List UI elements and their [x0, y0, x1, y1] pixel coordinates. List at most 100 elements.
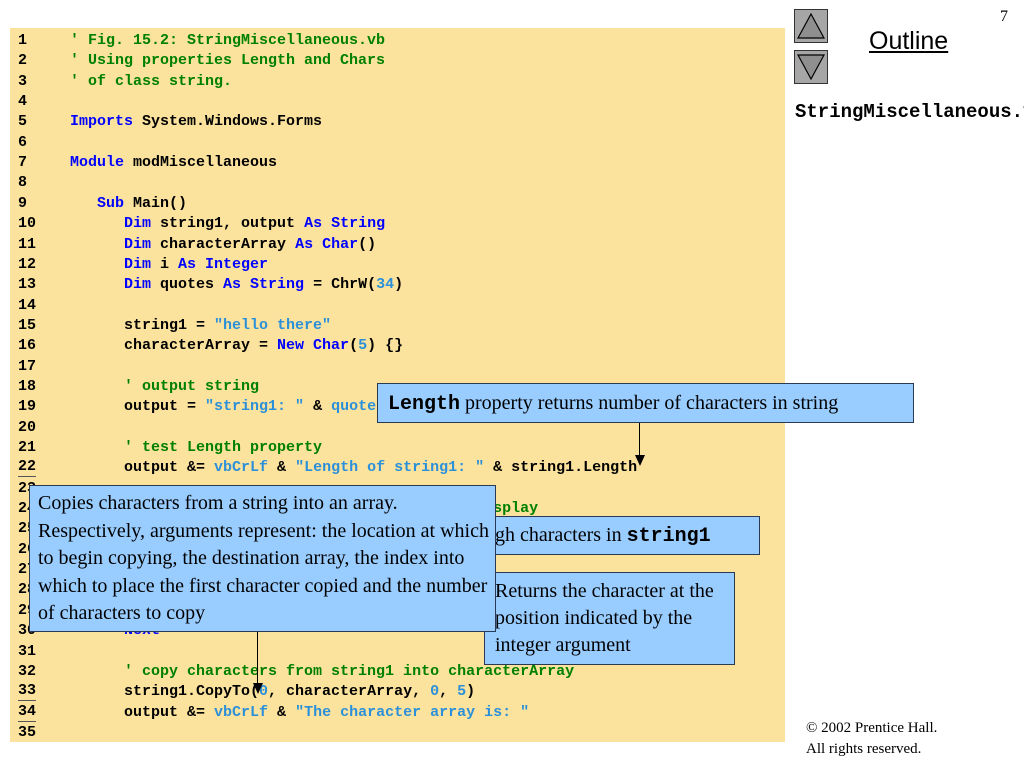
copyto-callout-arrow [257, 630, 258, 685]
line-number: 15 [18, 316, 37, 334]
code-string: "Length of string1: " [295, 459, 485, 477]
code-string: vbCrLf [214, 459, 269, 477]
line-number: 1 [18, 32, 28, 49]
chars-property-callout: Returns the character at the position in… [484, 572, 735, 665]
line-number: 4 [18, 93, 28, 111]
code-text: i [151, 255, 179, 273]
code-text: ' Fig. 15.2: StringMiscellaneous.vb [70, 31, 385, 51]
code-keyword: Dim [124, 215, 152, 233]
code-text: Dim quotes As String = ChrW(34) [70, 275, 403, 295]
code-text: & [268, 459, 296, 477]
code-text [70, 195, 97, 212]
line-number: 13 [18, 276, 37, 294]
code-text: & [304, 398, 332, 416]
code-text: Main() [124, 194, 188, 212]
code-text: , [439, 683, 458, 701]
code-text: ' Using properties Length and Chars [70, 51, 385, 71]
line-number: 8 [18, 174, 28, 192]
code-text: & [268, 703, 296, 721]
line-number: 9 [18, 194, 28, 212]
line-number: 10 [18, 215, 37, 233]
code-text: string1, output [151, 215, 305, 233]
code-text: () [358, 235, 377, 253]
length-property-callout: Length property returns number of charac… [377, 383, 914, 423]
code-text: quotes [151, 276, 224, 294]
code-text: ( [349, 337, 359, 355]
code-comment: ' Fig. 15.2: StringMiscellaneous.vb [70, 32, 386, 49]
slide-number: 7 [1000, 8, 1008, 25]
code-text [70, 439, 124, 456]
code-text: output = "string1: " & quotes [70, 397, 385, 417]
code-string: "hello there" [214, 316, 332, 334]
code-text: Dim characterArray As Char() [70, 235, 376, 255]
line-number: 18 [18, 377, 37, 395]
code-text: output &= [70, 703, 215, 721]
next-slide-button[interactable] [794, 50, 828, 84]
file-name: StringMiscellaneous.vb [795, 101, 1024, 123]
outline-link[interactable]: Outline [869, 27, 949, 55]
code-number: 34 [376, 276, 395, 294]
line-number: 5 [18, 113, 28, 131]
copyto-callout-arrowhead [253, 683, 263, 694]
code-text: Imports System.Windows.Forms [70, 112, 322, 132]
copyright: © 2002 Prentice Hall. All rights reserve… [806, 718, 937, 760]
code-keyword: Imports [70, 113, 134, 131]
code-keyword: Dim [124, 235, 152, 253]
line-number: 16 [18, 337, 37, 355]
line-number: 7 [18, 154, 28, 172]
code-text: output &= vbCrLf & "The character array … [70, 703, 529, 723]
line-number: 31 [18, 642, 37, 660]
code-comment: ' Using properties Length and Chars [70, 52, 386, 70]
line-number: 33 [18, 682, 37, 702]
up-arrow-icon [796, 12, 826, 39]
previous-slide-button[interactable] [794, 9, 828, 43]
code-text [70, 378, 124, 395]
code-text: string1.CopyTo(0, characterArray, 0, 5) [70, 682, 475, 702]
code-text: System.Windows.Forms [133, 113, 323, 131]
code-text: characterArray = [70, 337, 278, 355]
code-text: , characterArray, [268, 683, 431, 701]
code-keyword: As Char [295, 235, 359, 253]
code-text: characterArray [151, 235, 296, 253]
line-number: 12 [18, 255, 37, 273]
loop-callout-text: gh characters in [495, 524, 627, 546]
code-text: Dim string1, output As String [70, 214, 385, 234]
code-text [70, 663, 124, 680]
code-text: output &= vbCrLf & "Length of string1: "… [70, 458, 637, 478]
code-text: string1.CopyTo( [70, 683, 260, 701]
code-comment: ' copy characters from string1 into char… [124, 662, 575, 680]
copyto-callout: Copies characters from a string into an … [29, 485, 496, 632]
code-string: "The character array is: " [295, 703, 530, 721]
code-text [70, 276, 124, 293]
line-number: 32 [18, 662, 37, 680]
length-keyword: Length [388, 393, 461, 416]
code-comment: ' output string [124, 377, 260, 395]
code-number: 5 [457, 683, 467, 701]
code-number: 5 [358, 337, 368, 355]
code-text [70, 215, 124, 232]
code-text: = ChrW( [304, 276, 377, 294]
code-number: 0 [430, 683, 440, 701]
line-number: 20 [18, 418, 37, 436]
code-text [70, 236, 124, 253]
code-keyword: New Char [277, 337, 350, 355]
code-text: string1 = [70, 316, 215, 334]
code-keyword: Dim [124, 276, 152, 294]
code-text: Module modMiscellaneous [70, 153, 277, 173]
code-text: ) [466, 683, 476, 701]
code-text: Sub Main() [70, 194, 187, 214]
copyright-line2: All rights reserved. [806, 741, 922, 757]
copyto-callout-text: Copies characters from a string into an … [38, 492, 489, 624]
length-callout-arrow [639, 421, 640, 457]
length-callout-arrowhead [635, 455, 645, 466]
line-number: 6 [18, 133, 28, 151]
code-text: output = [70, 398, 206, 416]
code-keyword: Module [70, 154, 125, 172]
code-text: characterArray = New Char(5) {} [70, 336, 403, 356]
code-text: modMiscellaneous [124, 154, 278, 172]
code-keyword: Dim [124, 255, 152, 273]
line-number: 2 [18, 52, 28, 70]
line-number: 19 [18, 398, 37, 416]
line-number: 22 [18, 458, 37, 478]
code-text: ) [394, 276, 404, 294]
